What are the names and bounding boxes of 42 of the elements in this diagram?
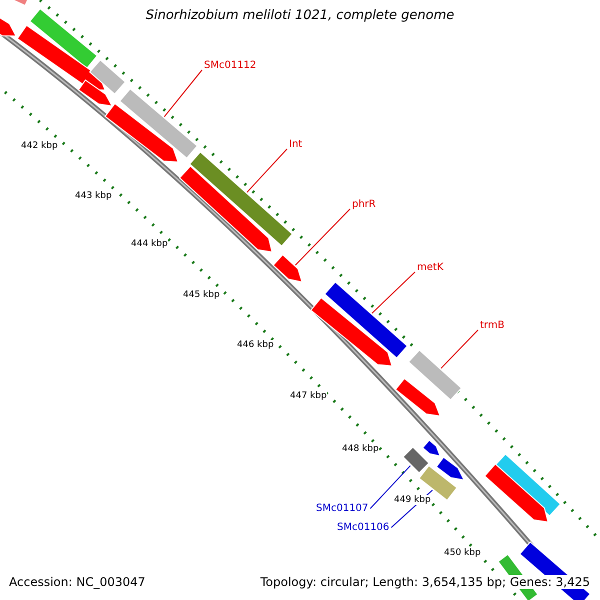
leader-line (246, 148, 288, 193)
scale-label: 444 kbp (131, 239, 168, 249)
scale-label: 445 kbp (183, 290, 220, 300)
gene-bar (89, 59, 126, 95)
footer-text: Topology: circular; Length: 3,654,135 bp; Genes: 3,425 (260, 575, 590, 589)
gene-label: SMc01106 (337, 522, 390, 533)
gene-bar (310, 297, 393, 367)
gene-label: metK (417, 262, 444, 273)
gene-bar (402, 446, 430, 474)
gene-bar (189, 151, 293, 247)
gene-label: phrR (352, 199, 376, 210)
gene-bar (178, 165, 273, 253)
gene-bar (16, 24, 106, 91)
scale-label: 449 kbp (394, 495, 431, 505)
gene-bar (422, 440, 441, 457)
title: Sinorhizobium meliloti 1021, complete genome (144, 8, 456, 23)
gene-bar (484, 463, 549, 523)
gene-bar (119, 88, 198, 159)
gene-label: SMc01107 (316, 503, 368, 514)
footer-text: Accession: NC_003047 (9, 575, 146, 589)
leader-line (294, 208, 350, 266)
gene-bar (324, 281, 408, 359)
scale-label: 447 kbp (290, 391, 327, 401)
scale-label: 442 kbp (21, 141, 58, 151)
leader-line (440, 330, 478, 369)
scale-label: 450 kbp (444, 548, 481, 558)
gene-label: SMc01112 (204, 60, 256, 71)
scale-label: 448 kbp (342, 444, 379, 454)
gene-label: trmB (480, 320, 504, 331)
gene-bar (29, 8, 98, 69)
leader-line (370, 465, 411, 509)
scale-label: 443 kbp (75, 191, 112, 201)
gene-bar (272, 254, 303, 283)
gene-bar (394, 378, 441, 417)
gene-bar (78, 79, 113, 107)
leader-line (371, 272, 416, 314)
gene-bar (408, 349, 462, 401)
gene-label: Int (289, 139, 302, 150)
leader-line (164, 70, 202, 118)
gene-bar (436, 456, 465, 481)
scale-label: 446 kbp (237, 340, 274, 350)
gene-bar (104, 102, 179, 163)
